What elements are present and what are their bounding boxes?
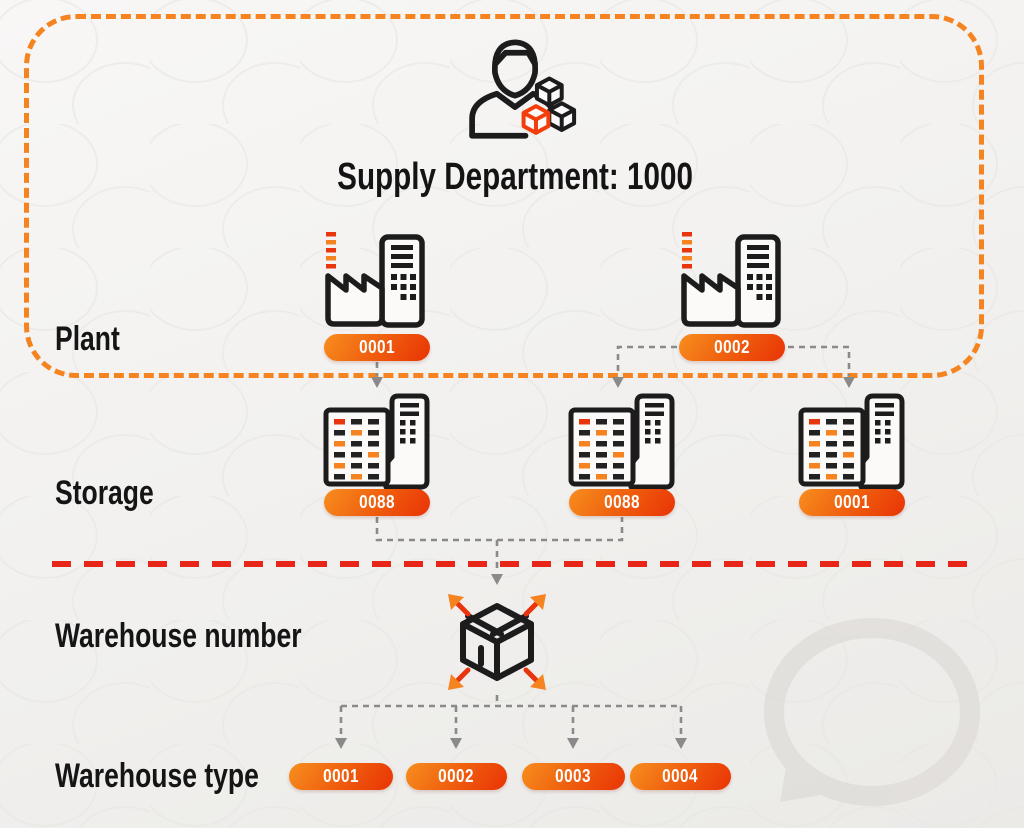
warehouse-type-badge: 0001	[289, 763, 393, 790]
chimney-smoke	[682, 232, 692, 269]
speech-bubble-watermark	[764, 618, 980, 806]
chimney-smoke	[326, 232, 336, 269]
storage-label: Storage	[55, 474, 154, 512]
storage-building-icon	[798, 393, 905, 490]
factory-icon	[681, 232, 781, 328]
arrowheads	[335, 377, 855, 749]
storage-badge: 0001	[799, 489, 905, 516]
warehouse-type-badge: 0003	[522, 763, 625, 790]
warehouse-number-label: Warehouse number	[55, 617, 302, 655]
storage-building-icon	[568, 393, 675, 490]
warehouse-type-badge: 0004	[630, 763, 731, 790]
warehouse-type-badge: 0002	[406, 763, 507, 790]
warehouse-box-icon	[448, 594, 546, 690]
page-title: Supply Department: 1000	[337, 156, 693, 198]
plant-badge: 0001	[324, 334, 430, 361]
supply-department-frame	[24, 14, 984, 378]
storage-badge: 0088	[324, 489, 430, 516]
warehouse-type-label: Warehouse type	[55, 757, 259, 795]
plant-badge: 0002	[679, 334, 785, 361]
factory-icon	[325, 232, 425, 328]
storage-badge: 0088	[569, 489, 675, 516]
red-separator-line	[52, 561, 972, 567]
person-with-boxes-icon	[469, 39, 577, 139]
storage-building-icon	[323, 393, 430, 490]
plant-label: Plant	[55, 320, 120, 358]
